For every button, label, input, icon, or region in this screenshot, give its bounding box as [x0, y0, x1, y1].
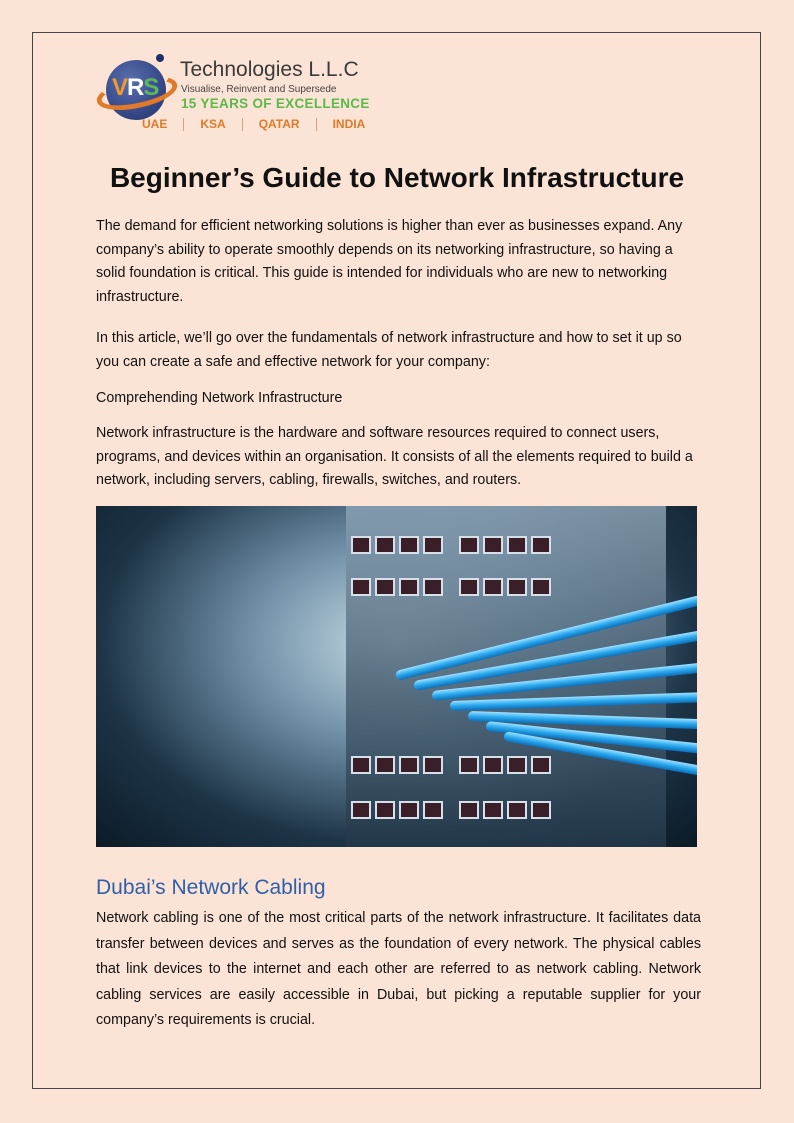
page-title: Beginner’s Guide to Network Infrastructu… — [109, 162, 685, 193]
port — [399, 756, 419, 774]
port — [459, 536, 479, 554]
network-switch-photo — [96, 506, 697, 847]
subheading-text: Comprehending Network Infrastructure — [96, 390, 343, 406]
port — [483, 801, 503, 819]
port — [507, 578, 527, 596]
section-body: Network cabling is one of the most criti… — [96, 910, 701, 1028]
port — [507, 756, 527, 774]
port — [507, 536, 527, 554]
port — [459, 756, 479, 774]
port — [351, 801, 371, 819]
port — [459, 578, 479, 596]
port — [531, 756, 551, 774]
port — [399, 801, 419, 819]
section-heading: Dubai’s Network Cabling — [96, 876, 326, 899]
logo-brand: Technologies L.L.C — [180, 58, 359, 81]
page-border — [32, 32, 761, 1089]
globe-icon — [106, 60, 166, 120]
port — [423, 756, 443, 774]
port — [375, 756, 395, 774]
port — [459, 801, 479, 819]
port — [375, 578, 395, 596]
port — [483, 578, 503, 596]
port — [351, 578, 371, 596]
logo-tagline: Visualise, Reinvent and Supersede — [181, 84, 337, 95]
port — [375, 801, 395, 819]
port — [531, 578, 551, 596]
port — [483, 536, 503, 554]
region-india: INDIA — [332, 117, 366, 131]
port — [483, 756, 503, 774]
port — [423, 536, 443, 554]
port — [507, 801, 527, 819]
port — [351, 536, 371, 554]
port — [531, 801, 551, 819]
logo-excellence: 15 YEARS OF EXCELLENCE — [181, 96, 370, 111]
article-overview-paragraph: In this article, we’ll go over the funda… — [96, 330, 682, 370]
port — [531, 536, 551, 554]
port — [399, 536, 419, 554]
port — [423, 801, 443, 819]
intro-paragraph: The demand for efficient networking solu… — [96, 218, 683, 305]
port — [423, 578, 443, 596]
company-logo: VRS Technologies L.L.C Visualise, Reinve… — [93, 54, 370, 138]
logo-dot — [156, 54, 164, 62]
definition-paragraph: Network infrastructure is the hardware a… — [96, 425, 693, 488]
region-qatar: QATAR — [243, 118, 317, 131]
port — [399, 578, 419, 596]
logo-mark: VRS — [112, 74, 159, 101]
port — [351, 756, 371, 774]
region-ksa: KSA — [184, 118, 243, 131]
logo-regions: UAE KSA QATAR INDIA — [126, 118, 381, 131]
port — [375, 536, 395, 554]
region-uae: UAE — [126, 118, 185, 131]
